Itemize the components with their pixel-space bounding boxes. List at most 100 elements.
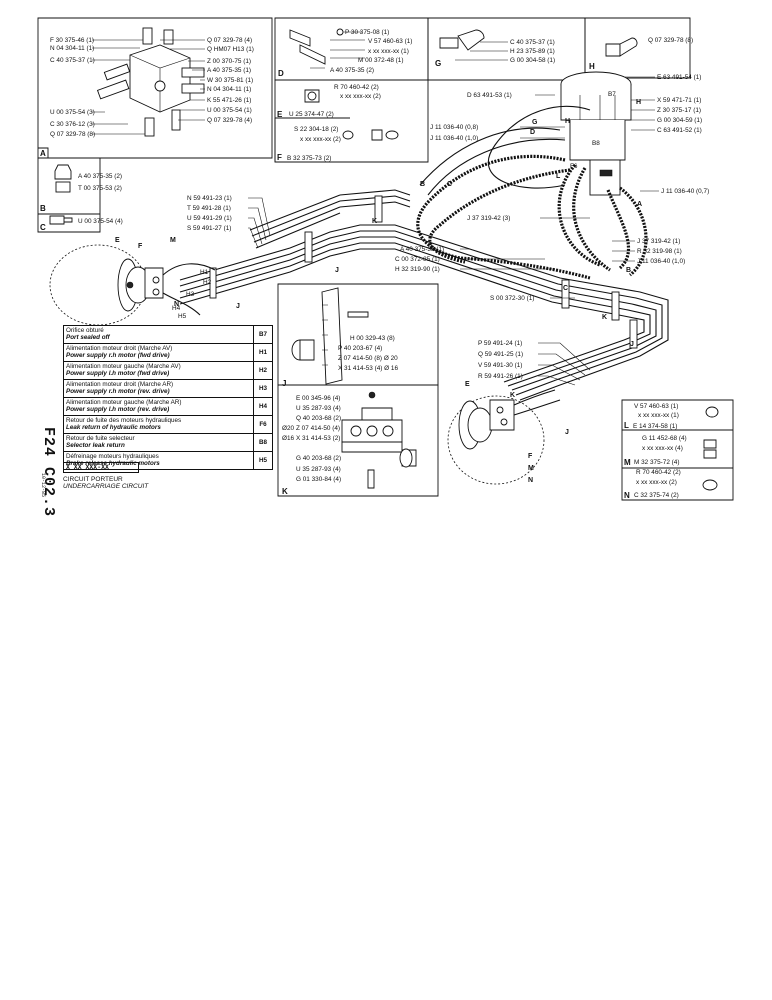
part-label: C 32 375-74 (2) [634, 492, 679, 499]
box-B-C-fittings: A 40 375-35 (2) T 00 375-53 (2) U 00 375… [49, 164, 123, 225]
main-labels-left: N 59 491-23 (1) T 59 491-28 (1) U 59 491… [187, 195, 271, 249]
part-label: T 00 375-53 (2) [78, 185, 122, 192]
inset-box-K: K [277, 384, 439, 497]
legend-fr: Orifice obturé [66, 327, 104, 334]
part-label: F 30 375-46 (1) [50, 37, 94, 44]
box-J-clamp: H 00 329-43 (8) P 40 203-67 (4) Z 07 414… [291, 287, 398, 385]
main-reference-letters: E F M N J J K B C G D L H H A B C K J E … [115, 99, 642, 484]
part-label: W 30 375-81 (1) [207, 77, 253, 84]
legend-code: H3 [258, 385, 268, 392]
part-label: N 04 304-11 (1) [207, 86, 251, 93]
central-distributor [560, 71, 632, 196]
ref-letter: N [174, 301, 179, 308]
legend-en: Power supply l.h motor (fwd drive) [66, 370, 170, 377]
port-code: H2 [203, 279, 212, 286]
part-label: R 59 491-26 (1) [478, 373, 523, 380]
part-label: R 70 460-42 (2) [636, 469, 681, 476]
part-label: Q 07 329-78 (4) [207, 117, 252, 124]
part-label: J 11 036-40 (0,7) [661, 188, 709, 195]
port-code: H3 [186, 291, 195, 298]
legend-row: Retour de fuite des moteurs hydrauliques… [64, 416, 272, 434]
part-label: J 37 319-42 (3) [467, 215, 510, 222]
section-letter-F: F [277, 153, 282, 162]
ref-letter: F [528, 453, 533, 460]
legend-row: Alimentation moteur gauche (Marche AR)Po… [64, 398, 272, 416]
part-label: U 00 375-54 (1) [207, 107, 252, 114]
part-label: Q 07 329-78 (8) [648, 37, 693, 44]
title-french: CIRCUIT PORTEUR [63, 476, 123, 483]
inset-box-A: A [37, 17, 273, 159]
legend-en: Brake release hydraulic motors [66, 460, 160, 467]
part-label: Z 00 370-75 (1) [207, 58, 251, 65]
legend-en: Power supply l.h motor (rev. drive) [66, 406, 170, 413]
part-label: Z 07 414-50 (8) Ø 20 [338, 355, 398, 362]
part-label: E 00 345-96 (4) [296, 395, 340, 402]
legend-en: Power supply r.h motor (rev. drive) [66, 388, 170, 395]
part-label: Q 07 329-78 (8) [50, 131, 95, 138]
section-letter-K: K [282, 487, 288, 496]
port-code: H1 [200, 269, 209, 276]
diameter-label: Ø16 [282, 435, 295, 442]
part-label: x xx xxx-xx (1) [638, 412, 679, 419]
part-label: N 04 304-11 (1) [50, 45, 94, 52]
part-label: A 40 375-35 (2) [78, 173, 122, 180]
legend-fr: Alimentation moteur droit (Marche AR) [66, 381, 174, 388]
section-letter-L: L [624, 421, 629, 430]
ref-letter: M [528, 465, 534, 472]
section-letter-N: N [624, 491, 630, 500]
legend-fr: Alimentation moteur droit (Marche AV) [66, 345, 173, 352]
part-label: K 55 471-26 (1) [207, 97, 251, 104]
port-code: B7 [608, 91, 616, 98]
title-part-code: X XX XXX-XX [63, 462, 139, 473]
part-label: S 22 304-18 (2) [294, 126, 338, 133]
legend-code: B8 [258, 439, 268, 446]
part-label: Z 07 414-50 (4) [296, 425, 340, 432]
ref-letter: G [532, 119, 538, 126]
part-label: U 35 287-93 (4) [296, 466, 341, 473]
part-label: M 32 375-72 (4) [634, 459, 679, 466]
left-hydraulic-motor [49, 244, 216, 326]
part-label: U 59 491-29 (1) [187, 215, 232, 222]
part-label: U 00 375-54 (4) [78, 218, 123, 225]
part-label: V 59 491-30 (1) [478, 362, 522, 369]
ref-letter: K [602, 314, 607, 321]
inset-box-G: G [427, 17, 586, 81]
legend-fr: Défreinage moteurs hydrauliques [66, 453, 159, 460]
legend-fr: Alimentation moteur gauche (Marche AR) [66, 399, 182, 406]
part-label: x xx xxx-xx (2) [300, 136, 341, 143]
legend-fr: Retour de fuite des moteurs hydrauliques [66, 417, 182, 424]
port-code: B8 [592, 140, 600, 147]
part-label: E 14 374-58 (1) [633, 423, 677, 430]
part-label: C 40 375-37 (1) [510, 39, 555, 46]
part-label: G 00 304-58 (1) [510, 57, 555, 64]
inset-box-L-M-N: L M N [621, 399, 734, 501]
part-label: J 11 036-40 (1,0) [637, 258, 685, 265]
ref-letter: M [170, 237, 176, 244]
part-label: P 40 203-67 (4) [338, 345, 382, 352]
inset-box-E-F: E F [274, 79, 429, 163]
ref-letter: K [372, 218, 377, 225]
part-label: Q 07 329-78 (4) [207, 37, 252, 44]
part-label: X 59 471-71 (1) [657, 97, 701, 104]
part-label: N 59 491-23 (1) [187, 195, 232, 202]
title-english: UNDERCARRIAGE CIRCUIT [63, 483, 149, 490]
ref-letter: B [626, 267, 631, 274]
title-block: X XX XXX-XX CIRCUIT PORTEUR UNDERCARRIAG… [63, 462, 173, 490]
diameter-label: Ø20 [282, 425, 295, 432]
part-label: V 57 460-63 (1) [368, 38, 412, 45]
part-label: U 25 374-47 (2) [289, 111, 334, 118]
main-labels-lower: P 59 491-24 (1) Q 59 491-25 (1) V 59 491… [478, 340, 591, 386]
part-label: G 00 304-59 (1) [657, 117, 702, 124]
part-label: X 31 414-53 (2) [296, 435, 340, 442]
part-label: M 00 372-48 (1) [358, 57, 403, 64]
ref-letter: A [637, 201, 642, 208]
part-label: G 01 330-84 (4) [296, 476, 341, 483]
part-label: x xx xxx-xx (1) [368, 48, 409, 55]
part-label: H 32 319-90 (1) [395, 266, 440, 273]
legend-en: Power supply r.h motor (fwd drive) [66, 352, 170, 359]
legend-en: Leak return of hydraulic motors [66, 424, 161, 431]
part-label: Q 40 203-68 (2) [296, 415, 341, 422]
box-G-fittings: C 40 375-37 (1) H 23 375-89 (1) G 00 304… [439, 29, 555, 64]
